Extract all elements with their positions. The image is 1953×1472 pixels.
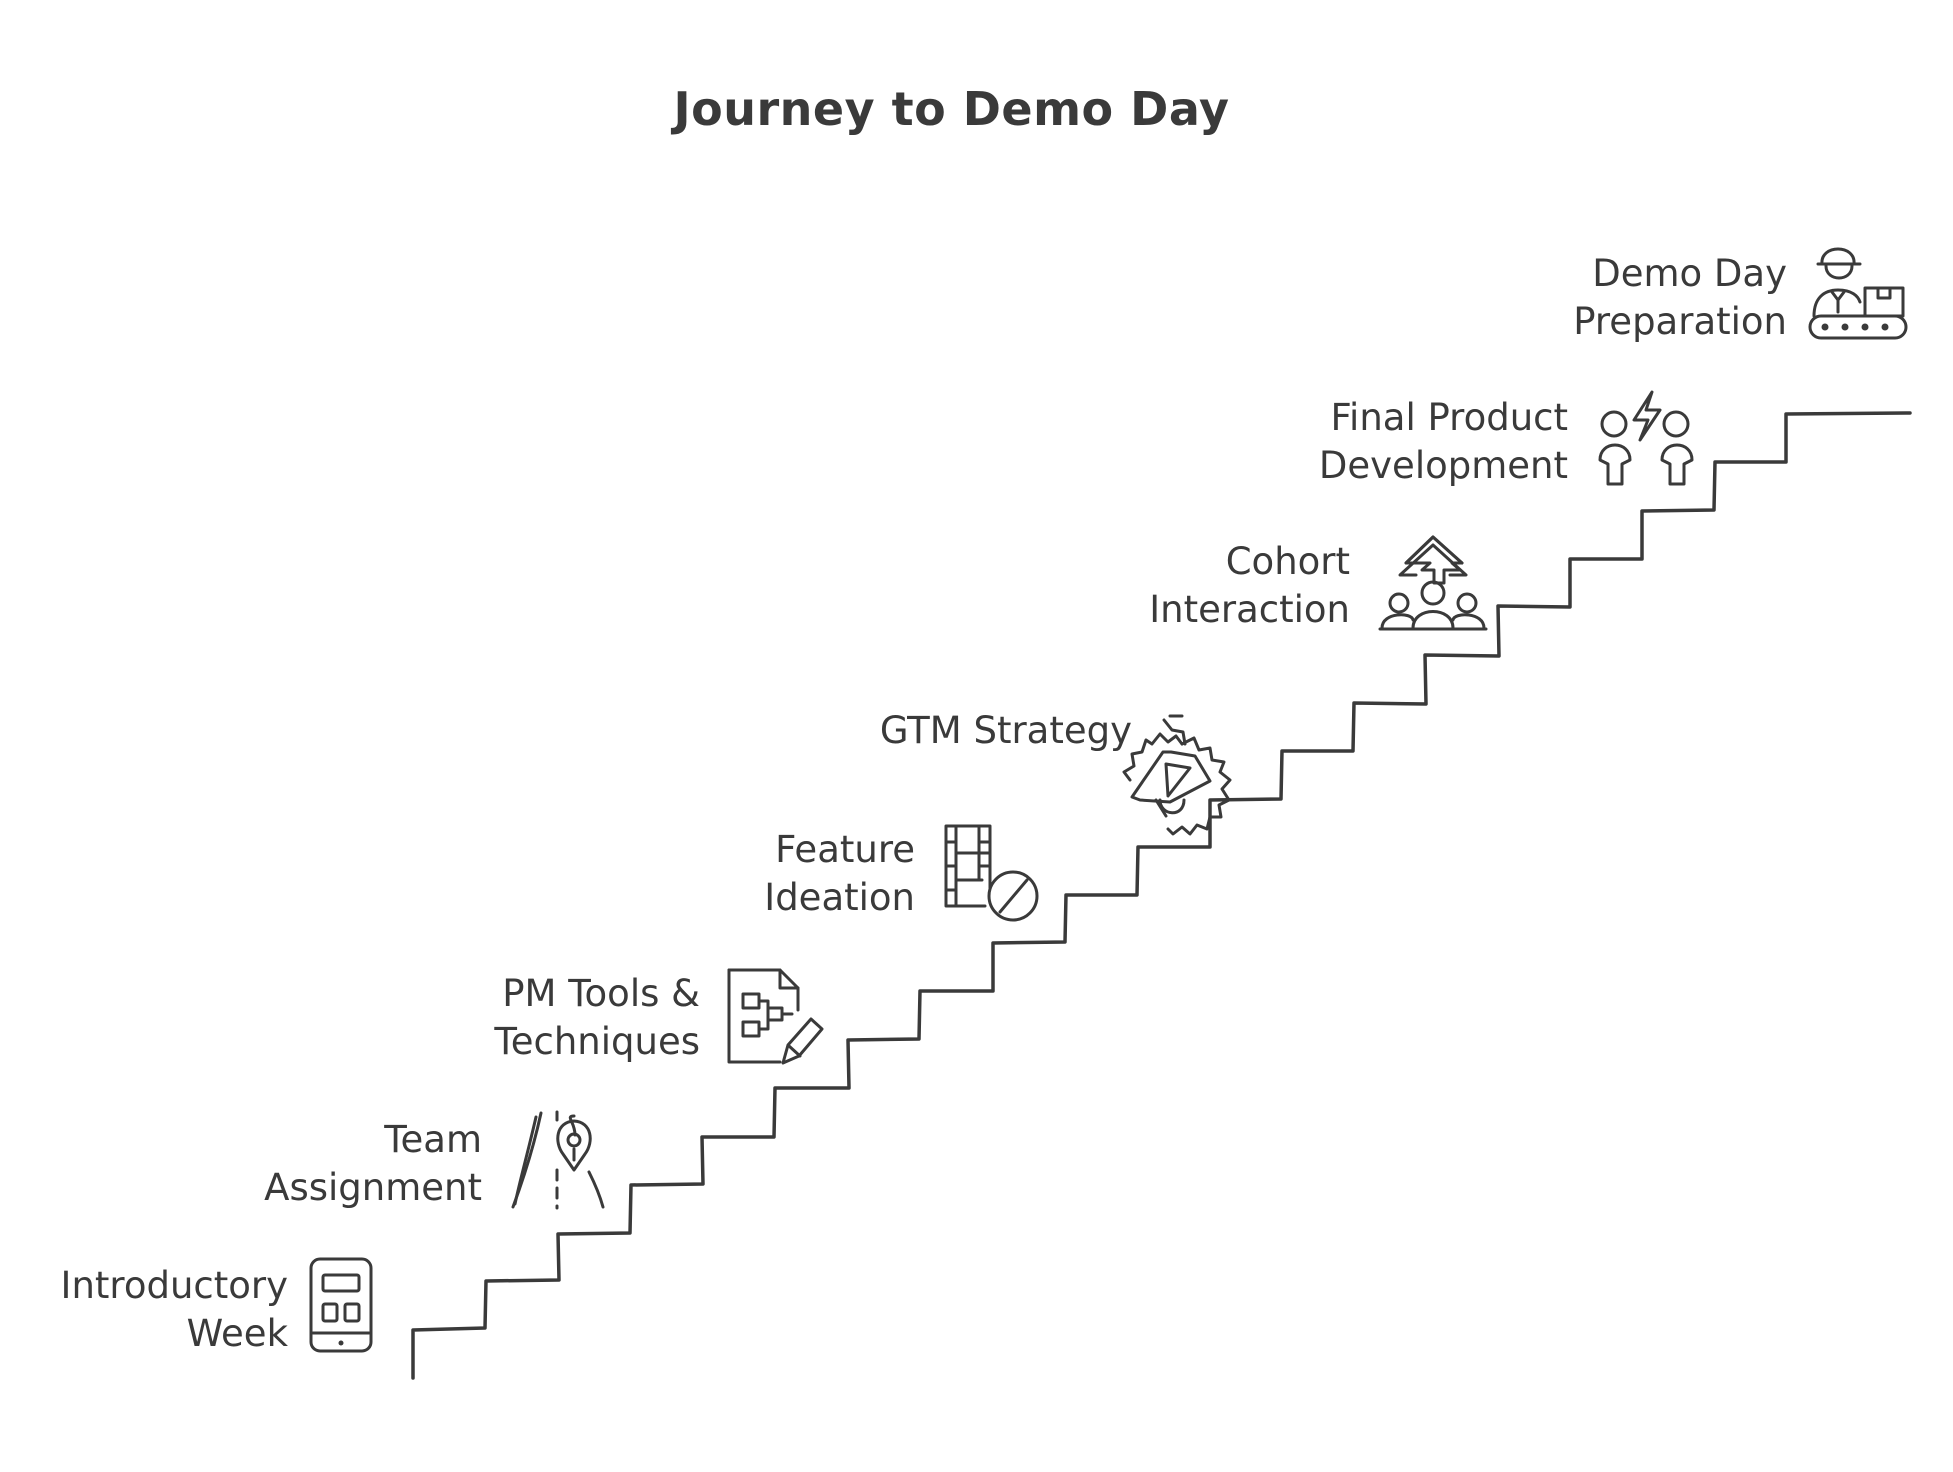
step-label-line: Assignment	[264, 1166, 482, 1209]
step-label-feature-ideation: Feature Ideation	[650, 826, 915, 922]
step-label-line: Ideation	[764, 876, 915, 919]
step-label-line: Preparation	[1573, 300, 1787, 343]
step-label-pm-tools: PM Tools & Techniques	[400, 970, 700, 1066]
step-label-line: Cohort	[1225, 540, 1350, 583]
step-label-line: Techniques	[494, 1020, 700, 1063]
step-label-line: PM Tools &	[502, 972, 700, 1015]
step-label-demo-day-prep: Demo Day Preparation	[1450, 250, 1787, 346]
step-label-gtm-strategy: GTM Strategy	[800, 707, 1132, 755]
step-label-final-product: Final Product Development	[1200, 394, 1568, 490]
step-label-cohort-interaction: Cohort Interaction	[1000, 538, 1350, 634]
step-label-line: Demo Day	[1592, 252, 1787, 295]
step-label-team-assignment: Team Assignment	[190, 1116, 482, 1212]
step-label-line: Week	[186, 1312, 288, 1355]
step-label-line: Interaction	[1149, 588, 1350, 631]
step-label-line: Feature	[775, 828, 915, 871]
step-label-line: Team	[384, 1118, 482, 1161]
step-label-introductory-week: Introductory Week	[20, 1262, 288, 1358]
diagram-title: Journey to Demo Day	[673, 82, 1230, 136]
step-label-line: Final Product	[1330, 396, 1568, 439]
step-label-line: GTM Strategy	[879, 709, 1132, 752]
step-label-line: Introductory	[60, 1264, 288, 1307]
step-label-line: Development	[1318, 444, 1568, 487]
staircase-line	[411, 411, 1912, 1380]
